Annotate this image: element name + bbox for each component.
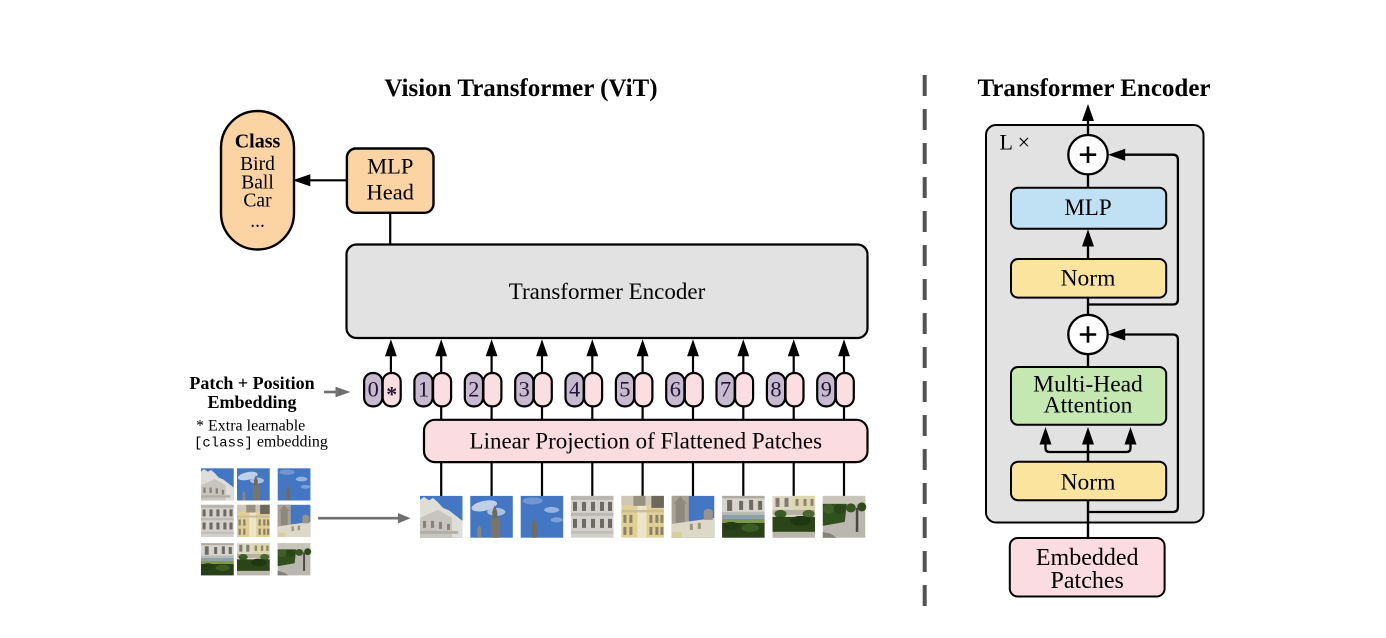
svg-text:Bird: Bird	[240, 154, 275, 175]
svg-text:Attention: Attention	[1044, 393, 1133, 419]
svg-text:7: 7	[720, 377, 731, 402]
svg-text:Car: Car	[243, 191, 272, 212]
svg-text:Embedded: Embedded	[1036, 545, 1139, 571]
svg-text:Norm: Norm	[1061, 265, 1116, 291]
svg-text:Linear Projection of Flattened: Linear Projection of Flattened Patches	[470, 428, 823, 453]
svg-text:* Extra learnable: * Extra learnable	[196, 418, 305, 435]
svg-text:Head: Head	[366, 180, 413, 205]
svg-text:Vision Transformer (ViT): Vision Transformer (ViT)	[384, 75, 657, 102]
svg-text:5: 5	[619, 377, 630, 402]
svg-text:3: 3	[519, 377, 530, 402]
svg-text:4: 4	[569, 377, 580, 402]
svg-text:2: 2	[468, 377, 479, 402]
svg-text:MLP: MLP	[367, 154, 413, 179]
svg-text:8: 8	[770, 377, 781, 402]
svg-text:9: 9	[821, 377, 832, 402]
svg-text:0: 0	[368, 377, 379, 402]
svg-text:...: ...	[250, 211, 265, 232]
svg-text:[class] embedding: [class] embedding	[194, 434, 328, 452]
svg-text:6: 6	[670, 377, 681, 402]
svg-text:Ball: Ball	[241, 172, 274, 193]
svg-text:Norm: Norm	[1061, 470, 1116, 496]
svg-text:Embedding: Embedding	[207, 392, 296, 412]
svg-text:*: *	[386, 382, 397, 407]
svg-text:L ×: L ×	[1000, 130, 1031, 155]
svg-text:Transformer Encoder: Transformer Encoder	[977, 75, 1210, 102]
svg-text:Class: Class	[235, 131, 281, 153]
svg-text:1: 1	[418, 377, 429, 402]
svg-text:Patches: Patches	[1051, 568, 1124, 594]
svg-text:MLP: MLP	[1064, 195, 1111, 220]
svg-text:Multi-Head: Multi-Head	[1033, 371, 1143, 397]
svg-text:Transformer Encoder: Transformer Encoder	[509, 279, 706, 304]
svg-text:Patch + Position: Patch + Position	[189, 373, 314, 393]
